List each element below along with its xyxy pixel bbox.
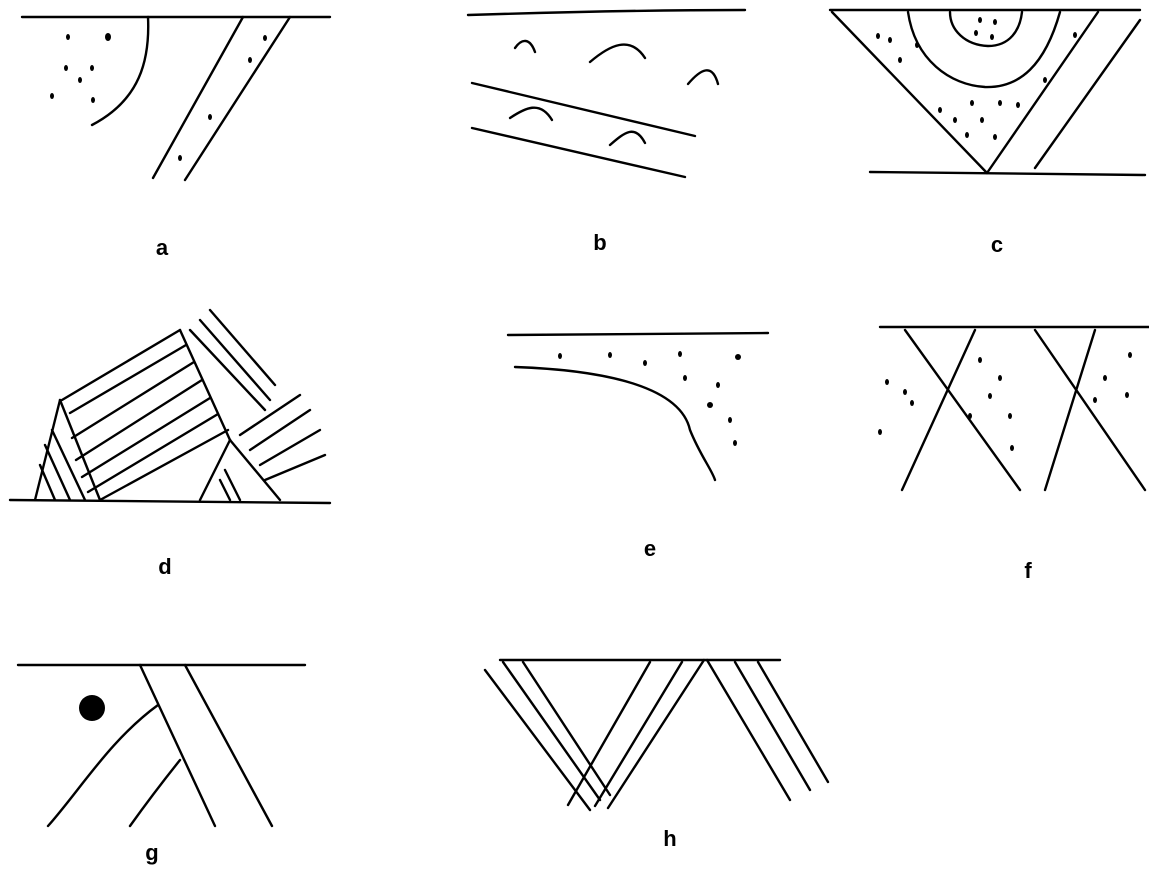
panel-f-fault-1: [903, 328, 1022, 492]
panel-b-bottom-line: [470, 126, 687, 179]
panel-e-stipple: [558, 351, 741, 446]
panel-g-branch-1: [46, 703, 160, 828]
panel-a-dike-right-edge: [183, 15, 292, 182]
panel-f-label: f: [1024, 558, 1032, 583]
panel-c-inner-arc: [948, 10, 1024, 48]
panel-h-line-6: [606, 658, 706, 810]
panel-h-line-1: [483, 668, 592, 812]
panel-c-bottom-line: [868, 170, 1147, 177]
panel-b-middle-line: [470, 81, 697, 138]
panel-h-line-3: [521, 660, 612, 797]
panel-h-label: h: [663, 826, 677, 851]
panel-h-line-2: [501, 660, 602, 802]
panel-c-outer-arc: [906, 10, 1062, 89]
panel-g-dike-right: [183, 663, 274, 828]
panel-a-curved-boundary: [90, 15, 150, 127]
panel-c-stipple: [876, 17, 1077, 140]
panel-g-black-spot: [79, 695, 105, 721]
panel-g-label: g: [145, 840, 159, 865]
panel-d-strata: [33, 308, 327, 502]
panel-h-line-4: [566, 660, 652, 807]
panel-a-dike-left-edge: [151, 15, 245, 180]
panel-f-fault-2: [900, 328, 977, 492]
panel-e-curved-boundary: [513, 365, 717, 482]
panel-h-line-5: [593, 660, 684, 808]
panel-h-line-8: [733, 660, 812, 792]
panel-f-fault-3: [1033, 328, 1147, 492]
panel-c-right-line: [1033, 18, 1142, 170]
panel-e-label: e: [643, 536, 657, 561]
panel-c-label: c: [990, 232, 1004, 257]
panel-d-base-line: [8, 498, 332, 505]
panel-e-top-line: [506, 331, 770, 337]
panel-c-v-right: [985, 10, 1100, 175]
panel-a-label: a: [155, 235, 169, 260]
panel-f-fault-4: [1043, 328, 1097, 492]
panel-b-top-line: [466, 8, 747, 17]
panel-h-line-7: [705, 658, 792, 802]
panel-b-arc-marks: [508, 39, 720, 147]
panel-b-label: b: [593, 230, 607, 255]
panel-a-stipple: [50, 33, 267, 161]
panel-d-label: d: [158, 554, 172, 579]
panel-c-v-left: [830, 10, 989, 175]
panel-f-stipple: [878, 352, 1132, 451]
panel-h-line-9: [756, 660, 830, 784]
panel-g-branch-2: [128, 758, 182, 828]
panel-g-dike-left: [138, 663, 217, 828]
